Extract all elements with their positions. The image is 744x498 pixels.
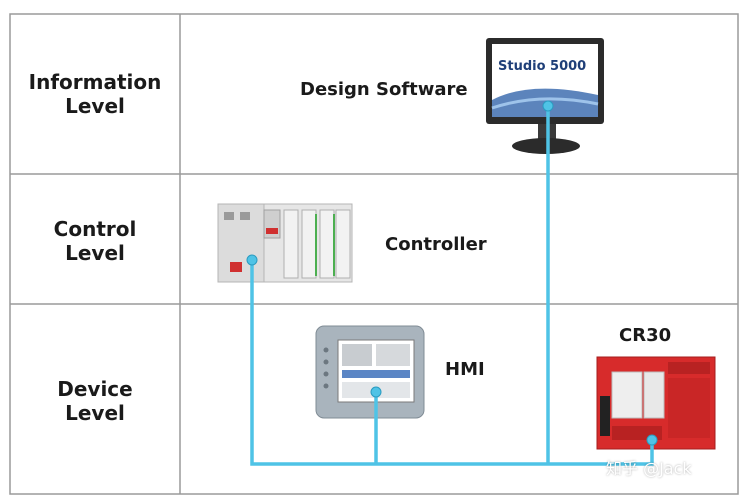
hmi-port-node [370,386,382,398]
hmi-icon [315,325,425,419]
design-software-label: Design Software [300,79,468,100]
cr30-port-node [646,434,658,446]
hmi-label: HMI [445,359,485,380]
cr30-icon [596,356,716,450]
controller-label: Controller [385,234,487,255]
controller-port-node [246,254,258,266]
watermark: 知乎 @Jack [606,459,692,478]
monitor-port-node [542,100,554,112]
controller-icon [217,203,353,283]
monitor-screen-text: Studio 5000 [498,59,586,74]
cr30-label: CR30 [619,325,672,346]
